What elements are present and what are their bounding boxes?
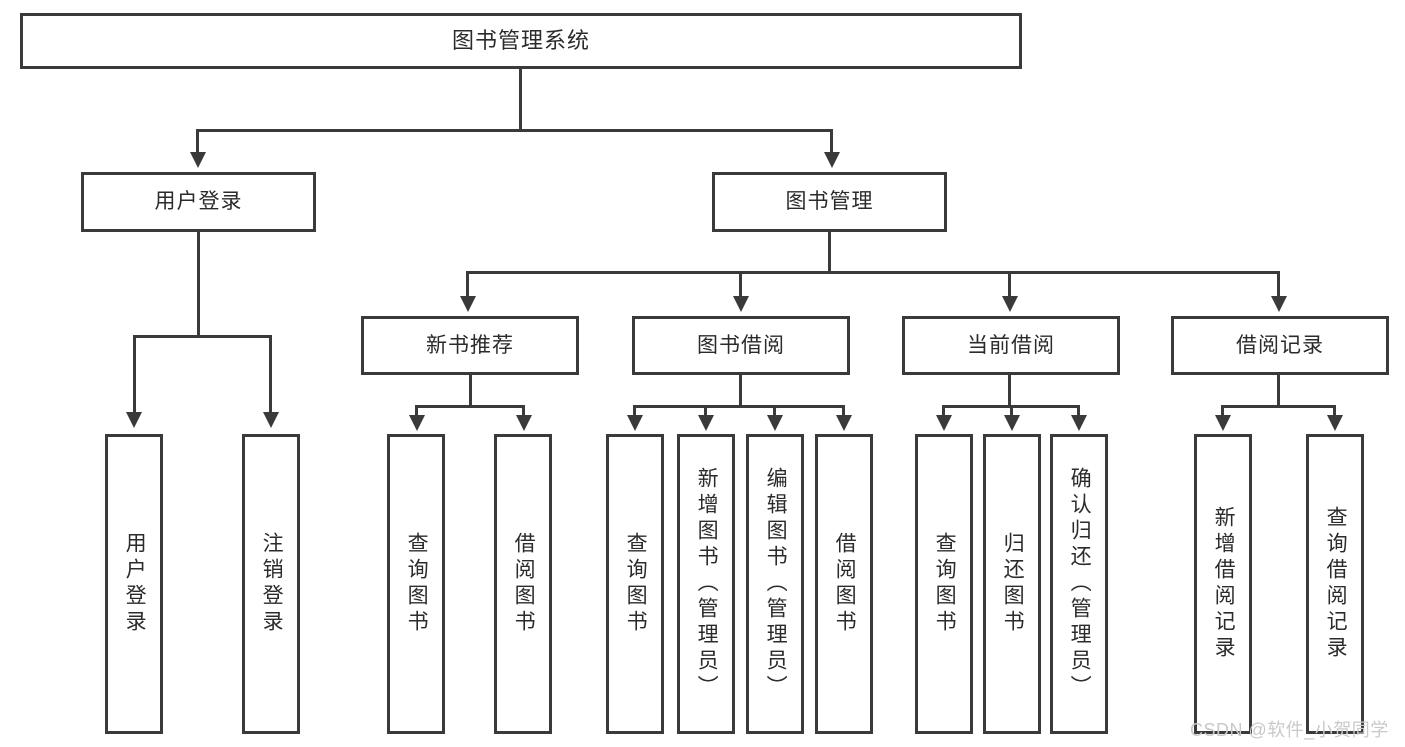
arrow-cb-to-leaf-0	[936, 415, 952, 431]
leaf-new-book-0[interactable]: 查询图书	[387, 434, 445, 734]
node-new-book-recommend[interactable]: 新书推荐	[361, 316, 579, 375]
edge-nb-to-leaf-0	[415, 405, 418, 417]
arrow-cb-to-leaf-1	[1004, 415, 1020, 431]
node-label: 注销登录	[260, 532, 284, 636]
edge-book-borrow-trunk	[739, 375, 742, 407]
node-label: 图书管理	[785, 190, 874, 214]
arrow-bb-to-leaf-2	[767, 415, 783, 431]
arrow-root-to-user-login	[190, 152, 206, 168]
edge-book-management-bar	[466, 271, 1280, 274]
node-label: 图书借阅	[697, 333, 785, 357]
edge-bb-to-leaf-3	[842, 405, 845, 417]
arrow-nb-to-leaf-1	[516, 415, 532, 431]
arrow-bm-to-book-borrow	[733, 296, 749, 312]
edge-bm-to-borrow-record	[1277, 271, 1280, 298]
edge-user-login-to-leaf-1	[269, 335, 272, 415]
edge-bm-to-book-borrow	[739, 271, 742, 298]
edge-nb-to-leaf-1	[522, 405, 525, 417]
edge-bm-to-current-borrow	[1008, 271, 1011, 298]
node-label: 新增图书（管理员）	[695, 467, 719, 701]
node-current-borrow[interactable]: 当前借阅	[902, 316, 1120, 375]
arrow-bm-to-current-borrow	[1002, 296, 1018, 312]
edge-cb-to-leaf-1	[1010, 405, 1013, 417]
edge-bb-to-leaf-1	[704, 405, 707, 417]
node-root-book-management-system[interactable]: 图书管理系统	[20, 13, 1022, 69]
arrow-bb-to-leaf-1	[698, 415, 714, 431]
edge-borrow-record-trunk	[1277, 375, 1280, 407]
edge-book-management-trunk	[828, 232, 831, 273]
edge-book-borrow-bar	[633, 405, 845, 408]
edge-user-login-trunk	[197, 232, 200, 337]
leaf-current-borrow-2[interactable]: 确认归还（管理员）	[1050, 434, 1108, 734]
edge-bm-to-new-book	[466, 271, 469, 298]
leaf-new-book-1[interactable]: 借阅图书	[494, 434, 552, 734]
edge-bb-to-leaf-0	[633, 405, 636, 417]
arrow-bm-to-new-book	[460, 296, 476, 312]
arrow-br-to-leaf-0	[1215, 415, 1231, 431]
edge-br-to-leaf-1	[1333, 405, 1336, 417]
node-label: 借阅图书	[833, 532, 857, 636]
arrow-nb-to-leaf-0	[409, 415, 425, 431]
node-book-borrow[interactable]: 图书借阅	[632, 316, 850, 375]
arrow-user-login-to-leaf-1	[263, 412, 279, 428]
edge-user-login-to-leaf-0	[133, 335, 136, 415]
leaf-book-borrow-0[interactable]: 查询图书	[606, 434, 664, 734]
node-label: 借阅图书	[512, 532, 536, 636]
edge-bb-to-leaf-2	[773, 405, 776, 417]
leaf-current-borrow-0[interactable]: 查询图书	[915, 434, 973, 734]
leaf-current-borrow-1[interactable]: 归还图书	[983, 434, 1041, 734]
node-label: 查询图书	[933, 532, 957, 636]
edge-user-login-bar	[133, 335, 272, 338]
node-label: 编辑图书（管理员）	[764, 467, 788, 701]
edge-cb-to-leaf-2	[1077, 405, 1080, 417]
leaf-book-borrow-3[interactable]: 借阅图书	[815, 434, 873, 734]
leaf-book-borrow-2[interactable]: 编辑图书（管理员）	[746, 434, 804, 734]
node-label: 当前借阅	[967, 333, 1055, 357]
edge-current-borrow-trunk	[1008, 375, 1011, 407]
node-label: 新书推荐	[426, 333, 514, 357]
arrow-user-login-to-leaf-0	[126, 412, 142, 428]
node-label: 查询借阅记录	[1324, 506, 1348, 662]
edge-new-book-bar	[415, 405, 525, 408]
node-label: 用户登录	[123, 532, 147, 636]
node-label: 图书管理系统	[451, 27, 590, 53]
edge-cb-to-leaf-0	[942, 405, 945, 417]
edge-br-to-leaf-0	[1221, 405, 1224, 417]
node-borrow-record[interactable]: 借阅记录	[1171, 316, 1389, 375]
arrow-bb-to-leaf-3	[836, 415, 852, 431]
node-user-login[interactable]: 用户登录	[81, 172, 316, 232]
leaf-user-login-1[interactable]: 注销登录	[242, 434, 300, 734]
arrow-br-to-leaf-1	[1327, 415, 1343, 431]
edge-root-to-user-login	[196, 129, 199, 154]
arrow-root-to-book-management	[824, 152, 840, 168]
leaf-user-login-0[interactable]: 用户登录	[105, 434, 163, 734]
node-label: 确认归还（管理员）	[1068, 467, 1092, 701]
node-label: 查询图书	[405, 532, 429, 636]
node-label: 借阅记录	[1236, 333, 1324, 357]
edge-borrow-record-bar	[1221, 405, 1336, 408]
node-book-management[interactable]: 图书管理	[712, 172, 947, 232]
arrow-bb-to-leaf-0	[627, 415, 643, 431]
arrow-bm-to-borrow-record	[1271, 296, 1287, 312]
leaf-borrow-record-0[interactable]: 新增借阅记录	[1194, 434, 1252, 734]
edge-root-to-book-management	[830, 129, 833, 154]
arrow-cb-to-leaf-2	[1071, 415, 1087, 431]
node-label: 用户登录	[154, 190, 243, 214]
node-label: 查询图书	[624, 532, 648, 636]
edge-new-book-trunk	[469, 375, 472, 407]
edge-root-trunk	[519, 69, 522, 131]
leaf-book-borrow-1[interactable]: 新增图书（管理员）	[677, 434, 735, 734]
leaf-borrow-record-1[interactable]: 查询借阅记录	[1306, 434, 1364, 734]
edge-root-bar	[196, 129, 833, 132]
node-label: 新增借阅记录	[1212, 506, 1236, 662]
node-label: 归还图书	[1001, 532, 1025, 636]
